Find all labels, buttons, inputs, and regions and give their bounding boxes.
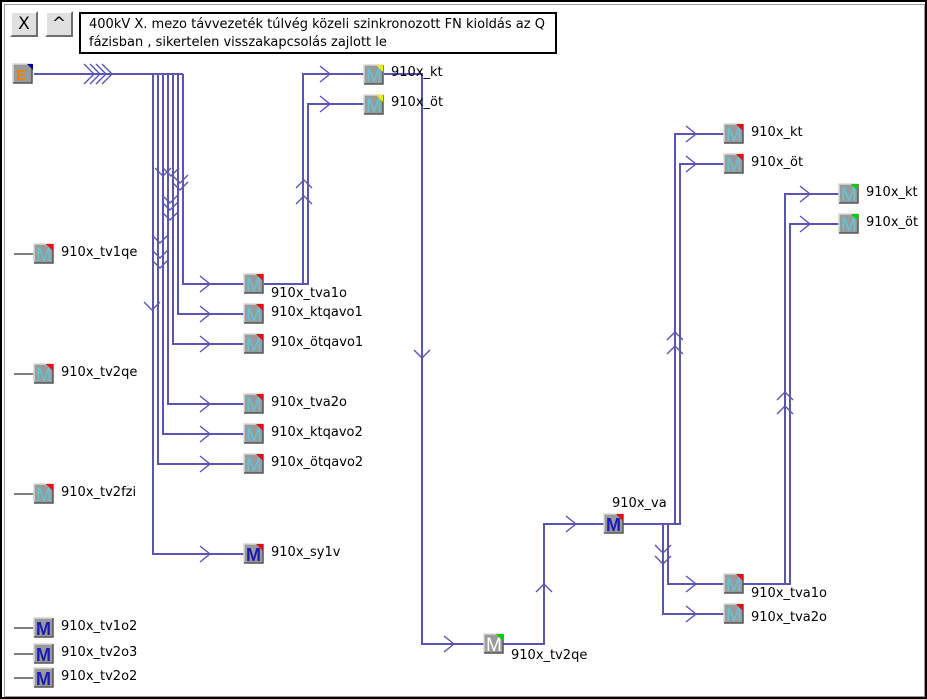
node-tv1o2[interactable]: 910x_tv1o2 xyxy=(34,618,137,639)
node-label: 910x_ötqavo2 xyxy=(271,455,363,470)
m-blue-icon[interactable] xyxy=(604,514,623,535)
node-right-ot[interactable]: 910x_öt xyxy=(724,154,803,176)
node-right-tva2o[interactable]: 910x_tva2o xyxy=(724,604,827,626)
m-cyan-icon[interactable] xyxy=(244,274,263,296)
m-white-icon[interactable] xyxy=(484,634,503,656)
node-label: 910x_tv2qe xyxy=(511,648,587,663)
m-cyan-icon[interactable] xyxy=(34,484,53,506)
close-button[interactable]: X xyxy=(10,11,38,37)
m-cyan-icon[interactable] xyxy=(724,124,743,146)
node-tv2o2[interactable]: 910x_tv2o2 xyxy=(34,668,137,689)
event-message-line-2: fázisban , sikertelen visszakapcsolás za… xyxy=(89,35,387,50)
node-label: 910x_tv2o2 xyxy=(61,669,137,684)
node-label: 910x_tv2o3 xyxy=(61,645,137,660)
node-tv2fzi[interactable]: 910x_tv2fzi xyxy=(34,484,136,506)
node-label: 910x_tv1qe xyxy=(61,245,137,260)
node-label: 910x_tv2fzi xyxy=(61,485,136,500)
m-blue-icon[interactable] xyxy=(244,544,263,565)
m-cyan-icon[interactable] xyxy=(364,65,383,87)
m-cyan-icon[interactable] xyxy=(724,604,743,626)
m-cyan-icon[interactable] xyxy=(34,364,53,386)
node-label: 910x_kt xyxy=(751,125,803,140)
node-label: 910x_öt xyxy=(391,95,443,110)
m-cyan-icon[interactable] xyxy=(724,574,743,596)
node-tva1o[interactable]: 910x_tva1o xyxy=(244,274,347,301)
node-top-kt[interactable]: 910x_kt xyxy=(364,65,443,87)
event-message-box: 400kV X. mezo távvezeték túlvég közeli s… xyxy=(79,12,557,54)
node-label: 910x_tv1o2 xyxy=(61,619,137,634)
m-cyan-icon[interactable] xyxy=(244,304,263,326)
node-otqavo1[interactable]: 910x_ötqavo1 xyxy=(244,334,363,356)
node-tv1qe[interactable]: 910x_tv1qe xyxy=(34,244,137,266)
event-message-line-1: 400kV X. mezo távvezeték túlvég közeli s… xyxy=(89,17,545,32)
node-label: 910x_tv2qe xyxy=(61,365,137,380)
m-cyan-icon[interactable] xyxy=(34,244,53,266)
connection-lines xyxy=(34,63,839,653)
node-label: 910x_va xyxy=(612,496,667,511)
node-label: 910x_sy1v xyxy=(271,545,341,560)
node-label: 910x_öt xyxy=(751,155,803,170)
node-label: 910x_ktqavo1 xyxy=(271,305,363,320)
node-label: 910x_ktqavo2 xyxy=(271,425,363,440)
m-blue-icon[interactable] xyxy=(34,618,53,639)
node-label: 910x_tva1o xyxy=(751,586,827,601)
node-tv2o3[interactable]: 910x_tv2o3 xyxy=(34,644,137,665)
m-cyan-icon[interactable] xyxy=(244,424,263,446)
m-cyan-icon[interactable] xyxy=(839,214,858,236)
node-ktqavo1[interactable]: 910x_ktqavo1 xyxy=(244,304,363,326)
node-otqavo2[interactable]: 910x_ötqavo2 xyxy=(244,454,363,476)
source-icon[interactable]: E xyxy=(12,63,33,84)
node-top-ot[interactable]: 910x_öt xyxy=(364,95,443,117)
m-cyan-icon[interactable] xyxy=(839,184,858,206)
source-glyph: E xyxy=(16,67,26,84)
collapse-button[interactable]: ^ xyxy=(45,11,73,37)
diagram-panel xyxy=(4,4,925,697)
m-cyan-icon[interactable] xyxy=(244,334,263,356)
node-label: 910x_tva2o xyxy=(751,610,827,625)
node-label: 910x_kt xyxy=(391,65,443,80)
m-cyan-icon[interactable] xyxy=(364,95,383,117)
node-label: 910x_öt xyxy=(866,215,918,230)
node-label: 910x_tva2o xyxy=(271,395,347,410)
m-cyan-icon[interactable] xyxy=(244,394,263,416)
node-label: 910x_kt xyxy=(866,185,918,200)
node-far-kt[interactable]: 910x_kt xyxy=(839,184,918,206)
node-ktqavo2[interactable]: 910x_ktqavo2 xyxy=(244,424,363,446)
m-blue-icon[interactable] xyxy=(34,644,53,665)
node-sy1v[interactable]: 910x_sy1v xyxy=(244,544,341,565)
source-node[interactable]: E xyxy=(12,63,33,84)
node-far-ot[interactable]: 910x_öt xyxy=(839,214,918,236)
node-label: 910x_ötqavo1 xyxy=(271,335,363,350)
node-tv2qe[interactable]: 910x_tv2qe xyxy=(34,364,137,386)
node-right-tva1o[interactable]: 910x_tva1o xyxy=(724,574,827,601)
m-cyan-icon[interactable] xyxy=(724,154,743,176)
m-blue-icon[interactable] xyxy=(34,668,53,689)
isolated-stub-lines xyxy=(14,253,34,679)
node-label: 910x_tva1o xyxy=(271,286,347,301)
node-va[interactable]: 910x_va xyxy=(604,496,667,535)
node-right-kt[interactable]: 910x_kt xyxy=(724,124,803,146)
m-cyan-icon[interactable] xyxy=(244,454,263,476)
node-bottom-tv2qe[interactable]: 910x_tv2qe xyxy=(484,634,587,663)
node-tva2o[interactable]: 910x_tva2o xyxy=(244,394,347,416)
